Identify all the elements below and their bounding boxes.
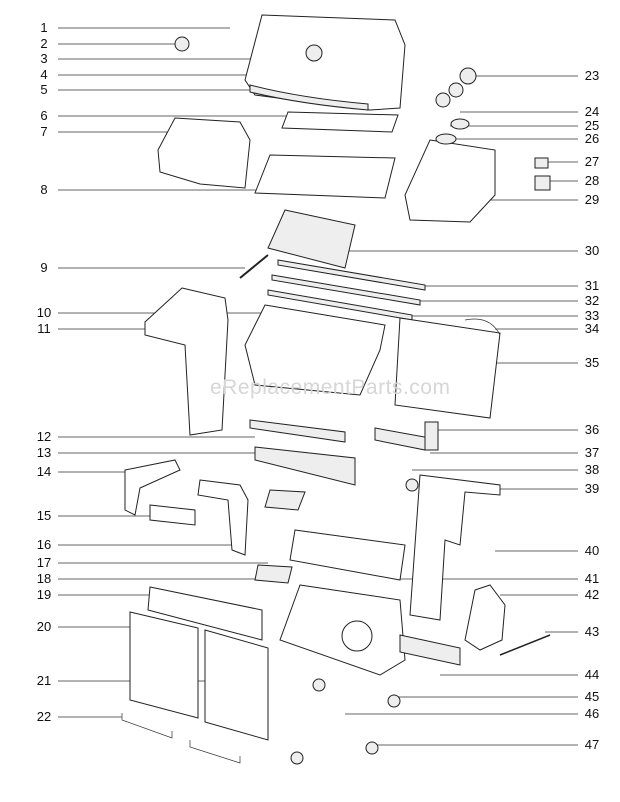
cooking-grate [254,154,396,199]
left-frame [144,287,229,436]
cookbox [244,304,386,396]
control-knob [435,92,451,108]
bin-frame [197,479,249,556]
callout-number: 45 [584,689,600,704]
regulator [405,478,419,492]
callout-number: 46 [584,706,600,721]
callout-number: 14 [36,464,52,479]
warming-rack [281,111,399,133]
callout-number: 7 [40,124,48,139]
lid-handle [249,84,369,111]
callout-number: 32 [584,293,600,308]
tray-holder [149,504,196,526]
callout-number: 24 [584,104,600,119]
door-handle [189,740,241,764]
cross-brace [249,419,346,443]
watermark: eReplacementParts.com [210,376,451,399]
left-end-cap [124,459,181,516]
callout-number: 27 [584,154,600,169]
caster [312,678,326,692]
front-panel [147,586,263,641]
caster [365,741,379,755]
callout-number: 36 [584,422,600,437]
bezel [435,133,457,145]
igniter-box [424,421,439,451]
side-burner-cutout [341,620,373,652]
tool-hook [499,634,551,656]
callout-number: 13 [36,445,52,460]
burner-tube [271,274,421,306]
flavorizer-bars [267,209,356,269]
thermometer [305,44,323,62]
callout-number: 34 [584,321,600,336]
callout-number: 28 [584,173,600,188]
callout-number: 16 [36,537,52,552]
callout-number: 4 [40,67,48,82]
callout-number: 29 [584,192,600,207]
control-knob [448,82,464,98]
callout-number: 44 [584,667,600,682]
igniter-wire [464,318,501,336]
drip-tray [254,564,293,584]
callout-number: 26 [584,131,600,146]
callout-number: 15 [36,508,52,523]
right-side-shelf [404,139,496,223]
leader-lines [58,27,578,746]
callout-number: 2 [40,36,48,51]
right-door [204,629,269,741]
callout-number: 39 [584,481,600,496]
callout-number: 5 [40,82,48,97]
callout-number: 18 [36,571,52,586]
crossover-tube [239,254,269,279]
right-end-cap [464,584,506,651]
callout-number: 43 [584,624,600,639]
callout-number: 6 [40,108,48,123]
callout-number: 17 [36,555,52,570]
left-side-shelf [157,117,251,189]
door-handle [121,713,173,739]
bezel [450,118,470,130]
caster [290,751,304,765]
caster [387,694,401,708]
control-knob [459,67,477,85]
callout-number: 23 [584,68,600,83]
callout-number: 30 [584,243,600,258]
callout-number: 47 [584,737,600,752]
cross-brace [254,446,356,486]
callout-number: 1 [40,20,48,35]
callout-number: 10 [36,305,52,320]
tool-holder [399,634,461,666]
callout-number: 19 [36,587,52,602]
callout-number: 3 [40,51,48,66]
callout-number: 12 [36,429,52,444]
callout-number: 33 [584,308,600,323]
callout-number: 37 [584,445,600,460]
callout-number: 42 [584,587,600,602]
manifold [374,427,431,451]
callout-number: 20 [36,619,52,634]
callout-number: 31 [584,278,600,293]
lid [244,14,406,111]
igniter-button [534,157,549,169]
callout-number: 40 [584,543,600,558]
rear-panel [394,317,501,419]
callout-number: 8 [40,182,48,197]
callout-number: 21 [36,673,52,688]
callout-number: 11 [37,321,51,336]
igniter-module [534,175,551,191]
callout-number: 25 [584,118,600,133]
bottom-tray [289,529,406,581]
burner-tube [277,259,426,291]
left-door [129,611,199,719]
bottom-shelf [279,584,406,676]
callout-number: 22 [36,709,52,724]
catch-pan [264,489,306,511]
callout-number: 38 [584,462,600,477]
callout-number: 35 [584,355,600,370]
right-frame [409,474,501,621]
callout-number: 9 [40,260,48,275]
callout-number: 41 [584,571,600,586]
thermometer-loose [174,36,190,52]
